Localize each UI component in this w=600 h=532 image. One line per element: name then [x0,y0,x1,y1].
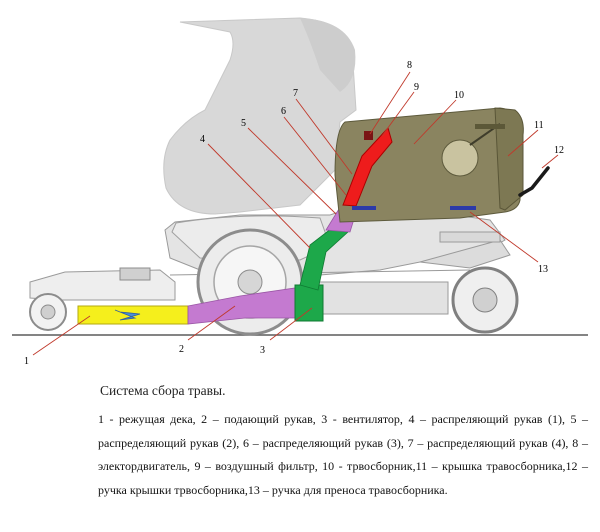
callout-9: 9 [414,82,419,93]
callout-7: 7 [293,88,298,99]
carry-handle-top [475,124,505,129]
caption-text: 1 - режущая дека, 2 – подающий рукав, 3 … [98,412,588,497]
lid-handle [518,166,550,197]
callout-5: 5 [241,118,246,129]
driver-head [300,18,356,92]
callout-8: 8 [407,60,412,71]
leader-lines [32,71,559,356]
callout-4: 4 [200,134,205,145]
carry-handle-right [450,206,476,210]
front-cowl [119,267,151,281]
fan-housing [294,284,324,322]
bin-support [419,239,511,269]
callout-6: 6 [281,106,286,117]
electric-motor [364,131,373,140]
deck-blade-icon [114,309,141,321]
callout-11: 11 [534,120,544,131]
bin-lid [494,107,524,211]
callout-3: 3 [260,345,265,356]
callout-1: 1 [24,356,29,367]
callout-13: 13 [538,264,548,275]
carry-handle-left [352,206,376,210]
callout-12: 12 [554,145,564,156]
caption-title: Система сбора травы. [100,383,226,398]
air-filter [441,139,479,177]
bin-wheel [451,266,519,334]
callout-10: 10 [454,90,464,101]
bin-axle [439,231,501,243]
front-wheel [29,293,67,331]
grass-collection-diagram: 1 2 3 4 5 6 7 8 9 10 11 12 13 [12,17,588,367]
callout-2: 2 [179,344,184,355]
chassis-rail [299,281,449,315]
